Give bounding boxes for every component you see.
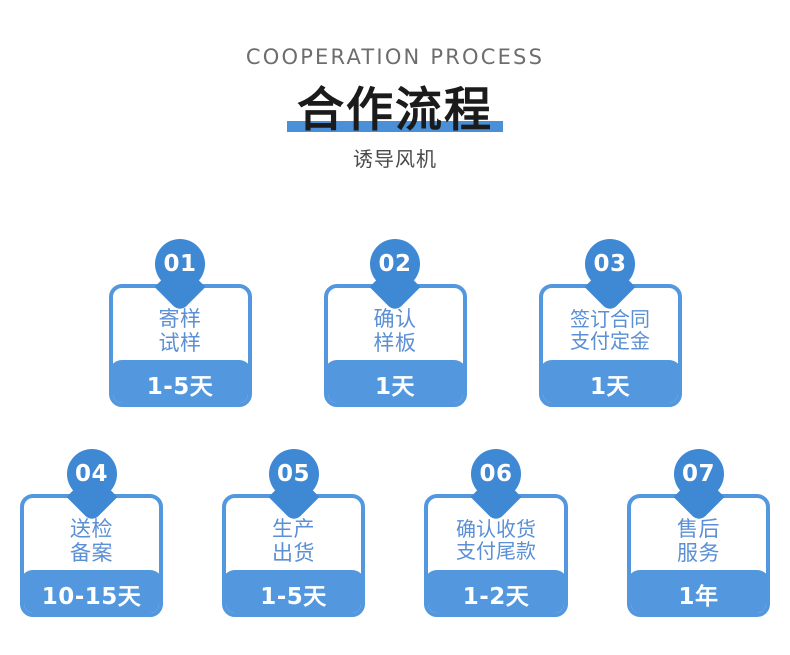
step-duration-07: 1年 — [631, 570, 766, 613]
step-number-07: 07 — [681, 461, 715, 487]
step-label-line2: 支付定金 — [570, 329, 650, 354]
pin-bubble — [370, 239, 420, 289]
step-pin-icon-02: 02 — [369, 239, 421, 313]
step-duration-02: 1天 — [327, 360, 463, 403]
step-label-05: 生产 出货 — [226, 517, 361, 565]
step-label-01: 寄样 试样 — [113, 307, 248, 355]
step-label-line2: 出货 — [272, 540, 315, 565]
step-label-line2: 服务 — [677, 540, 720, 565]
step-number-02: 02 — [378, 251, 412, 277]
step-number-05: 05 — [276, 461, 310, 487]
step-label-line1: 送检 — [70, 517, 113, 541]
step-number-03: 03 — [593, 251, 627, 277]
step-card-04: 送检 备案 10-15天 — [20, 494, 163, 617]
pin-bubble — [585, 239, 635, 289]
step-duration-01: 1-5天 — [112, 360, 248, 403]
page-header: COOPERATION PROCESS 合作流程 诱导风机 — [0, 0, 790, 172]
step-pin-icon-03: 03 — [584, 239, 636, 313]
step-pin-icon-07: 07 — [673, 449, 724, 523]
step-label-line1: 生产 — [272, 517, 315, 541]
step-label-line1: 售后 — [677, 517, 720, 541]
step-card-03: 签订合同 支付定金 1天 — [538, 284, 682, 407]
step-pin-icon-01: 01 — [154, 239, 206, 313]
step-label-03: 签订合同 支付定金 — [543, 308, 678, 353]
title-underline-bar — [287, 121, 503, 133]
step-pin-icon-05: 05 — [268, 449, 319, 523]
step-label-07: 售后 服务 — [631, 517, 766, 565]
pin-bubble — [268, 449, 319, 499]
page-title-wrap: 合作流程 — [287, 83, 503, 138]
header-eyebrow: COOPERATION PROCESS — [245, 45, 545, 69]
step-duration-06: 1-2天 — [428, 570, 564, 613]
pin-bubble — [155, 239, 205, 289]
step-duration-03: 1天 — [542, 360, 678, 403]
pin-bubble — [66, 449, 117, 499]
pin-bubble — [673, 449, 724, 499]
step-label-line1: 寄样 — [158, 307, 202, 331]
step-pin-icon-04: 04 — [66, 449, 117, 523]
step-label-line2: 支付尾款 — [456, 539, 536, 564]
step-label-line1: 签订合同 — [570, 307, 650, 331]
page-title: 合作流程 — [297, 83, 493, 138]
step-label-line1: 确认 — [373, 307, 417, 331]
step-card-01: 寄样 试样 1-5天 — [108, 284, 252, 407]
header-subtitle: 诱导风机 — [353, 147, 437, 172]
step-label-line2: 样板 — [373, 330, 417, 355]
step-label-06: 确认收货 支付尾款 — [428, 518, 564, 563]
step-number-01: 01 — [163, 251, 197, 277]
pin-bubble — [471, 449, 521, 499]
step-label-line1: 确认收货 — [456, 517, 536, 541]
step-pin-icon-06: 06 — [470, 449, 522, 523]
step-duration-05: 1-5天 — [226, 570, 361, 613]
step-number-06: 06 — [479, 461, 513, 487]
step-duration-04: 10-15天 — [24, 570, 159, 613]
step-label-02: 确认 样板 — [328, 307, 463, 355]
step-label-line2: 试样 — [158, 330, 202, 355]
step-label-line2: 备案 — [70, 540, 113, 565]
step-label-04: 送检 备案 — [24, 517, 159, 565]
step-number-04: 04 — [74, 461, 108, 487]
